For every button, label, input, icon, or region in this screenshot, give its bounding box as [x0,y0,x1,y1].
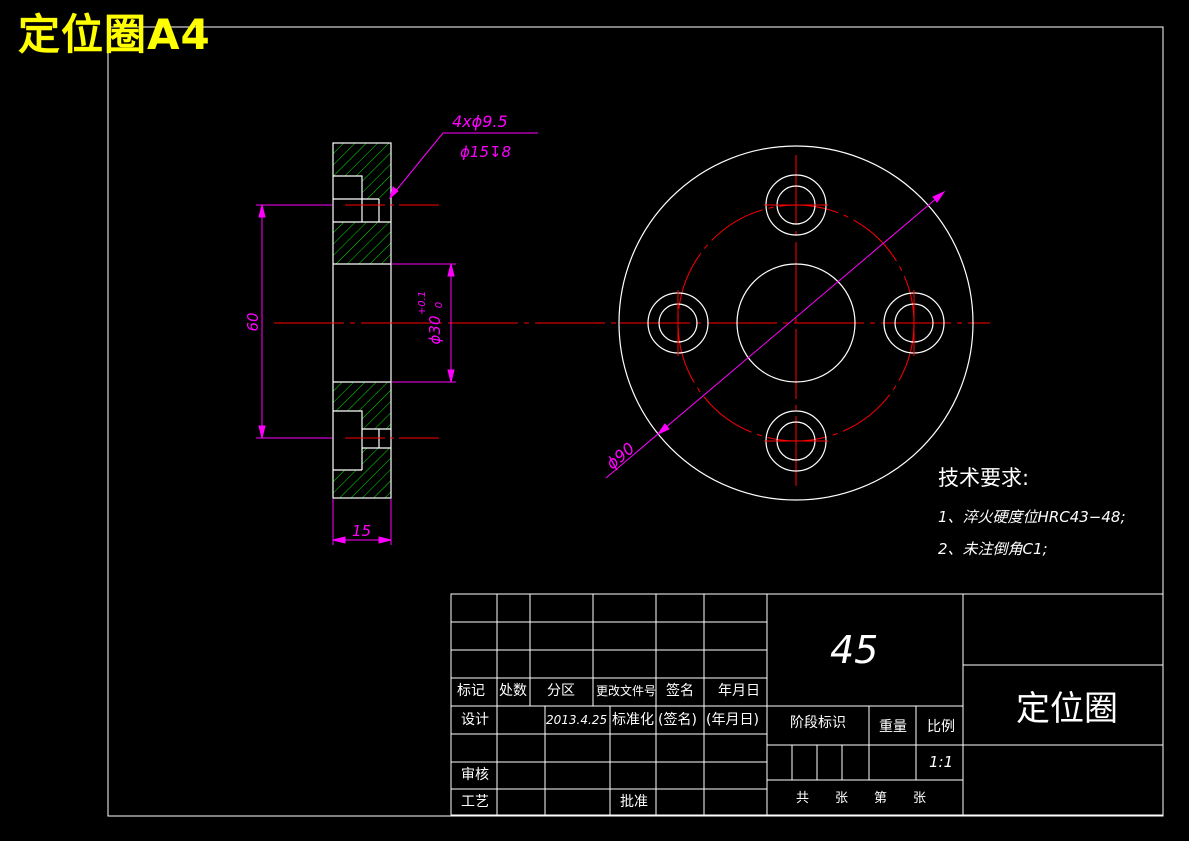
col-label-count: 处数 [499,683,527,699]
review-label: 审核 [461,767,489,783]
col-label-sign: 签名 [666,683,694,699]
plan-view: ϕ90 [602,145,990,501]
sheet-title: 定位圈A4 [18,10,211,59]
date-label: (年月日) [706,712,759,728]
section-outline [332,142,392,499]
tech-req-item-1: 1、淬火硬度位HRC43−48; [938,508,1126,526]
outer-dia-dimension [605,190,946,479]
outer-circle [618,145,974,501]
section-dimension-text: 4xϕ9.5 ϕ15↧8 60 ϕ30 +0.1 0 15 [244,112,511,540]
section-view: 4xϕ9.5 ϕ15↧8 60 ϕ30 +0.1 0 15 [244,112,620,545]
design-label: 设计 [461,712,489,728]
dim-bore-tol-upper: +0.1 [417,291,428,315]
section-dimensions [256,132,538,545]
part-name: 定位圈 [1016,689,1118,729]
tech-req-item-2: 2、未注倒角C1; [938,540,1048,558]
sheet-count-label: 共 张 第 张 [796,791,927,806]
approve-label: 批准 [620,794,648,810]
section-hatching [333,143,391,498]
hole-note-1: 4xϕ9.5 [452,112,508,131]
tech-req-heading: 技术要求: [938,466,1030,490]
drawing-frame [107,26,1164,817]
weight-label: 重量 [879,719,907,735]
dim-60: 60 [244,312,262,331]
dim-bore-tol-lower: 0 [434,302,445,308]
col-label-zone: 分区 [547,683,575,699]
dim-15: 15 [352,522,371,540]
col-label-mark: 标记 [457,683,485,699]
stage-mark-label: 阶段标识 [790,715,846,731]
hole-note-2: ϕ15↧8 [460,143,511,161]
design-date: 2013.4.25 [546,713,608,727]
signature-label: (签名) [658,712,697,728]
col-label-change-doc: 更改文件号 [596,684,657,698]
section-centerlines [274,204,620,439]
scale-value: 1:1 [929,753,954,771]
plan-hole-centerlines [677,204,915,442]
process-label: 工艺 [461,794,489,810]
dim-outer-dia: ϕ90 [602,439,638,473]
col-label-date: 年月日 [718,683,760,699]
standardization-label: 标准化 [612,712,654,728]
title-block-grid [450,593,1164,816]
material-value: 45 [830,628,879,672]
bore-circle [736,263,856,383]
scale-label: 比例 [927,719,955,735]
dim-bore: ϕ30 [426,316,444,345]
